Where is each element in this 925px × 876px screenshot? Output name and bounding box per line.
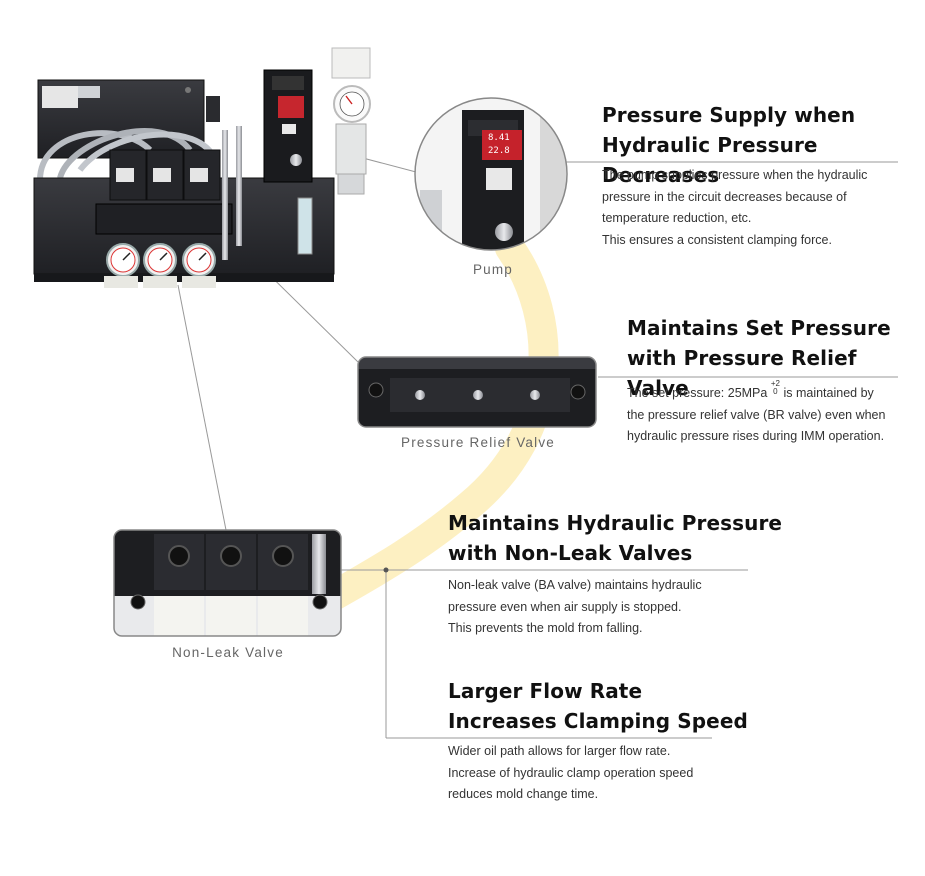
junction-dot: [383, 567, 389, 573]
set-pressure-title: Maintains Set Pressure with Pressure Rel…: [627, 316, 891, 400]
flow-rate-body: Wider oil path allows for larger flow ra…: [448, 744, 694, 801]
svg-text:22.8: 22.8: [488, 146, 510, 156]
svg-text:8.41: 8.41: [488, 133, 510, 143]
non-leak-title: Maintains Hydraulic Pressure with Non-Le…: [448, 511, 783, 565]
nonleak-valve-closeup: [114, 530, 341, 636]
power-unit-illustration: [33, 47, 371, 288]
pressure-supply-body: The pump supplies pressure when the hydr…: [602, 168, 868, 247]
pump-caption: Pump: [472, 262, 514, 277]
relief-valve-closeup: [358, 357, 596, 427]
relief-valve-caption: Pressure Relief Valve: [400, 435, 555, 450]
pump-closeup: [415, 98, 567, 250]
nonleak-valve-caption: Non-Leak Valve: [172, 645, 284, 660]
non-leak-body: Non-leak valve (BA valve) maintains hydr…: [448, 578, 702, 635]
flow-rate-title: Larger Flow Rate Increases Clamping Spee…: [448, 679, 748, 733]
pressure-supply-title: Pressure Supply when Hydraulic Pressure …: [602, 103, 856, 187]
